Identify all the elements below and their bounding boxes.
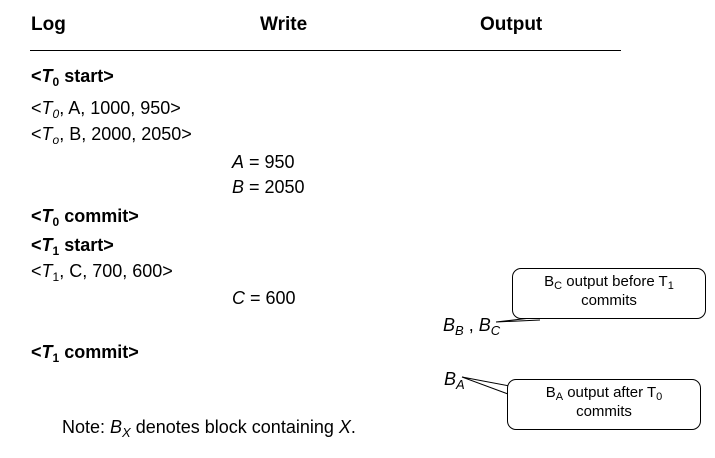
header-output: Output <box>480 14 543 35</box>
output-bb-bc: BB , BC <box>443 315 501 338</box>
callout-bc-line2: commits <box>581 292 637 309</box>
header-rule <box>30 50 621 51</box>
log-t1-c: <T1, C, 700, 600> <box>31 261 173 284</box>
header-write: Write <box>260 14 308 35</box>
log-t0-b: <To, B, 2000, 2050> <box>31 124 192 147</box>
header-log: Log <box>31 14 66 35</box>
callout-ba-line1: BA output after T0 <box>545 384 663 403</box>
callout-bc-line1: BC output before T1 <box>544 273 674 292</box>
callout-pointer-ba <box>461 376 521 395</box>
log-t0-a: <T0, A, 1000, 950> <box>31 98 181 121</box>
log-t1-start: <T1 start> <box>31 235 114 258</box>
write-c: C = 600 <box>232 288 296 308</box>
callout-ba-line2: commits <box>576 403 632 420</box>
note: Note: BX denotes block containing X. <box>62 417 356 440</box>
output-ba: BA <box>444 369 465 392</box>
log-t0-commit: <T0 commit> <box>31 206 139 229</box>
write-a: A = 950 <box>232 152 295 172</box>
write-b: B = 2050 <box>232 177 305 197</box>
log-t1-commit: <T1 commit> <box>31 342 139 365</box>
callout-bc-output: BC output before T1 commits <box>512 268 706 319</box>
log-t0-start: <T0 start> <box>31 66 114 89</box>
callout-ba-output: BA output after T0 commits <box>507 379 701 430</box>
